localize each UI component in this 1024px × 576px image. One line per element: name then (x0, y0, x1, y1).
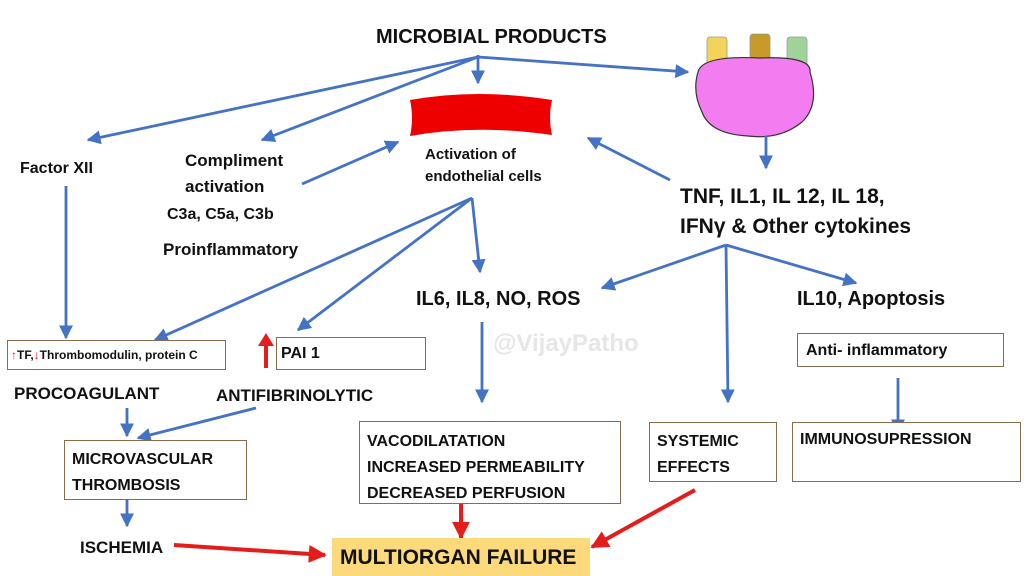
increase-arrow-icon (258, 333, 274, 368)
arrow-cytokines-to-endothelium (586, 136, 671, 182)
arrow-cytokines-to-systemic (720, 244, 735, 404)
red-arrows (173, 488, 696, 563)
tf-thrombomodulin-box: ↑TF,↓Thrombomodulin, protein C (7, 340, 226, 370)
arrow-to-factor-xii (86, 55, 479, 145)
arrow-endothelium-to-tf (153, 196, 473, 342)
arrow-complement-to-endothelium (301, 140, 400, 186)
macrophage-cell-shape (695, 33, 815, 138)
arrow-antifibrinolytic-to-thrombosis (136, 406, 257, 442)
arrow-cytokines-to-il6 (600, 243, 727, 291)
multiorgan-failure-label: MULTIORGAN FAILURE (340, 546, 577, 569)
microvascular-thrombosis-box: MICROVASCULAR THROMBOSIS (64, 440, 247, 500)
systemic-effects-box: SYSTEMIC EFFECTS (649, 422, 777, 482)
ischemia-label: ISCHEMIA (80, 538, 164, 557)
anti-inflammatory-box: Anti- inflammatory (797, 333, 1004, 367)
tf-thrombomodulin-text: ↑TF,↓Thrombomodulin, protein C (11, 348, 198, 362)
cytokines-label: TNF, IL1, IL 12, IL 18, IFNγ & Other cyt… (680, 185, 912, 238)
pai1-text: PAI 1 (281, 345, 320, 362)
arrow-endothelium-to-pai1 (296, 196, 473, 332)
arrow-down-icon: ↓ (33, 348, 40, 362)
watermark: @VijayPatho (493, 330, 639, 357)
il10-apoptosis-label: IL10, Apoptosis (797, 288, 946, 310)
anti-inflammatory-text: Anti- inflammatory (806, 342, 948, 359)
arrow-up-icon: ↑ (11, 348, 17, 362)
arrow-cytokines-to-il10 (725, 243, 858, 287)
proinflammatory-label: Proinflammatory (163, 240, 299, 259)
antifibrinolytic-label: ANTIFIBRINOLYTIC (216, 386, 374, 405)
factor-xii-label: Factor XII (20, 160, 93, 177)
multiorgan-failure-highlight: MULTIORGAN FAILURE (332, 538, 590, 576)
arrow-ischemia-to-failure (173, 543, 327, 563)
complement-activation-label: Compliment activation (185, 151, 284, 196)
il6-il8-no-ros-label: IL6, IL8, NO, ROS (416, 288, 581, 310)
systemic-effects-text: SYSTEMIC EFFECTS (657, 433, 739, 476)
vasodilatation-box: VACODILATATION INCREASED PERMEABILITY DE… (359, 421, 621, 504)
arrow-to-macrophage (477, 55, 690, 79)
complement-products-label: C3a, C5a, C3b (167, 206, 274, 223)
microvascular-thrombosis-text: MICROVASCULAR THROMBOSIS (72, 451, 214, 494)
arrow-endothelium-to-il6 (470, 197, 486, 274)
immunosuppression-box: IMMUNOSUPRESSION (792, 422, 1021, 482)
vasodilatation-text: VACODILATATION INCREASED PERMEABILITY DE… (367, 433, 585, 502)
blue-arrows (59, 55, 905, 528)
arrow-to-complement (260, 55, 479, 143)
procoagulant-label: PROCOAGULANT (14, 384, 160, 403)
pai1-box: PAI 1 (276, 337, 426, 370)
immunosuppression-text: IMMUNOSUPRESSION (800, 431, 972, 448)
arrow-systemic-to-failure (590, 488, 696, 549)
endothelial-cell-shape (410, 94, 552, 136)
endothelial-activation-label: Activation of endothelial cells (425, 146, 542, 185)
page-title: MICROBIAL PRODUCTS (376, 26, 607, 48)
